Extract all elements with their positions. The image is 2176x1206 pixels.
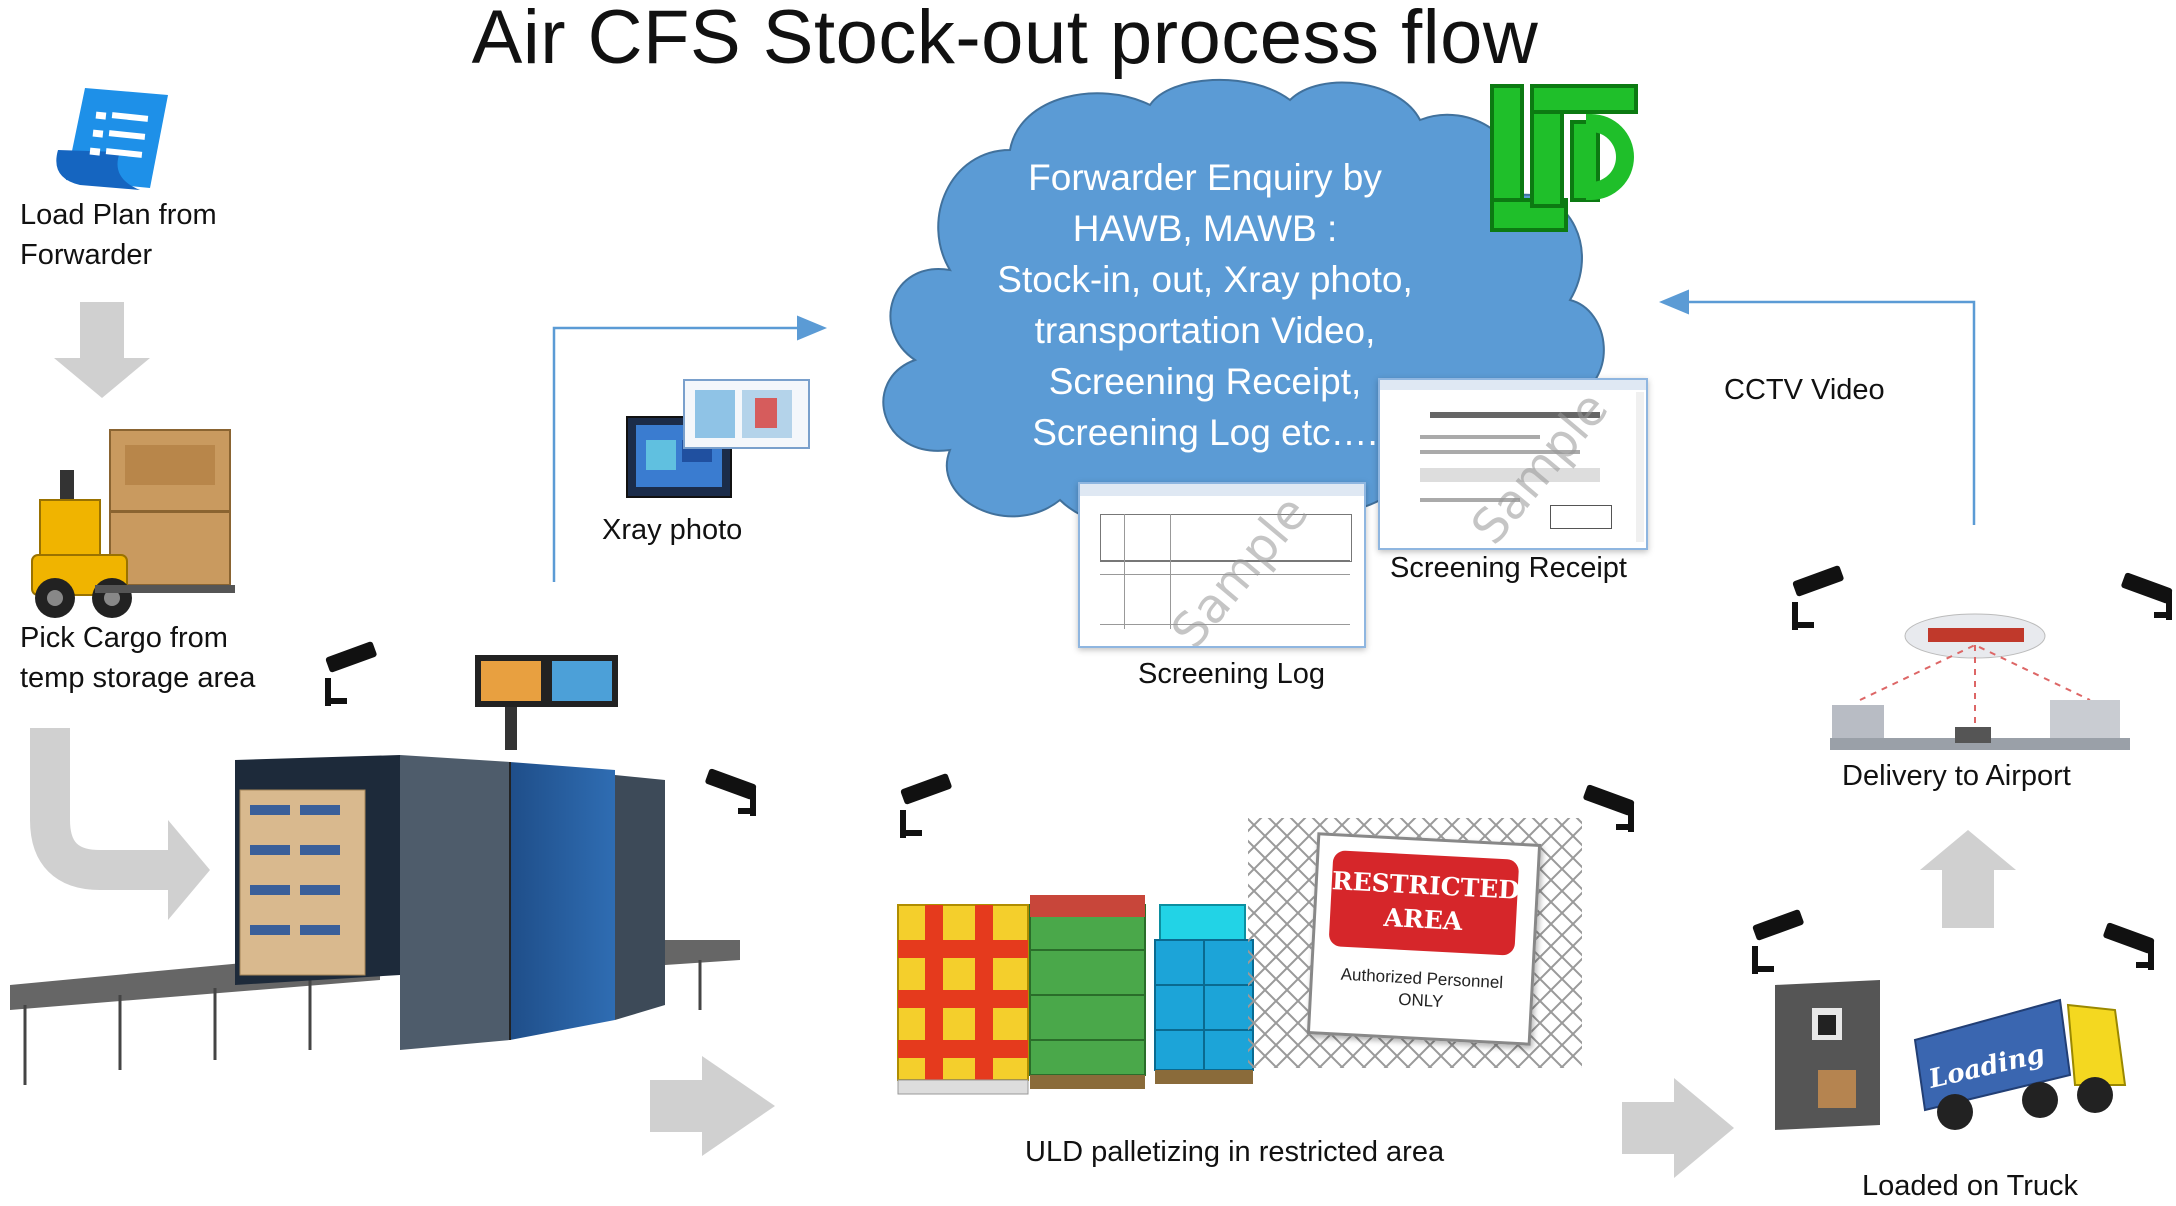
cloud-line: Stock-in, out, Xray photo, — [997, 259, 1413, 300]
load-plan-label: Load Plan from Forwarder — [20, 199, 217, 271]
xray-photo-thumbnails — [626, 379, 810, 498]
xray-photo-label: Xray photo — [602, 514, 743, 546]
cctv-video-label: CCTV Video — [1724, 374, 1885, 406]
screening-log-label: Screening Log — [1138, 658, 1326, 690]
screening-receipt-label: Screening Receipt — [1390, 552, 1627, 584]
cloud-line: Screening Receipt, — [1048, 361, 1362, 402]
xray-scanner-image — [10, 655, 740, 1085]
delivery-label: Delivery to Airport — [1842, 760, 2071, 792]
gray-arrow-up — [1920, 830, 2016, 928]
forklift-image — [31, 429, 235, 618]
delivery-illustration — [1830, 613, 2130, 750]
connector-cctv-to-cloud — [1659, 289, 1976, 525]
cloud-line: Screening Log etc…. — [1032, 412, 1378, 453]
page-title: Air CFS Stock-out process flow — [471, 0, 1539, 80]
loaded-truck-label: Loaded on Truck — [1862, 1170, 2079, 1202]
screening-receipt-document: Sample — [1378, 378, 1648, 550]
screening-log-document: Sample — [1078, 482, 1366, 648]
truck-image — [1775, 980, 2127, 1130]
gray-arrow-right-2 — [1622, 1078, 1734, 1178]
uld-pallet-green — [1029, 895, 1146, 1089]
uld-label: ULD palletizing in restricted area — [1025, 1136, 1445, 1168]
uld-pallet-cyan — [1154, 904, 1254, 1084]
restricted-area-sign: RESTRICTED AREA Authorized Personnel ONL… — [1306, 832, 1542, 1046]
ltd-logo — [1490, 84, 1638, 232]
cctv-camera-icon — [325, 565, 2173, 974]
cloud-line: HAWB, MAWB : — [1072, 208, 1338, 249]
connector-xray-to-cloud — [552, 315, 827, 582]
gray-arrow-curve-head — [168, 820, 210, 920]
uld-pallet-red-yellow — [897, 904, 1029, 1095]
gray-arrow-curve — [30, 728, 170, 890]
cloud-enquiry-text: Forwarder Enquiry by HAWB, MAWB : Stock-… — [955, 152, 1455, 458]
pick-cargo-label: Pick Cargo from temp storage area — [20, 622, 256, 694]
gray-arrow-right-1 — [650, 1056, 775, 1156]
cloud-line: transportation Video, — [1034, 310, 1376, 351]
gray-arrow-down — [54, 302, 150, 398]
cloud-line: Forwarder Enquiry by — [1028, 157, 1382, 198]
document-icon — [56, 88, 168, 190]
